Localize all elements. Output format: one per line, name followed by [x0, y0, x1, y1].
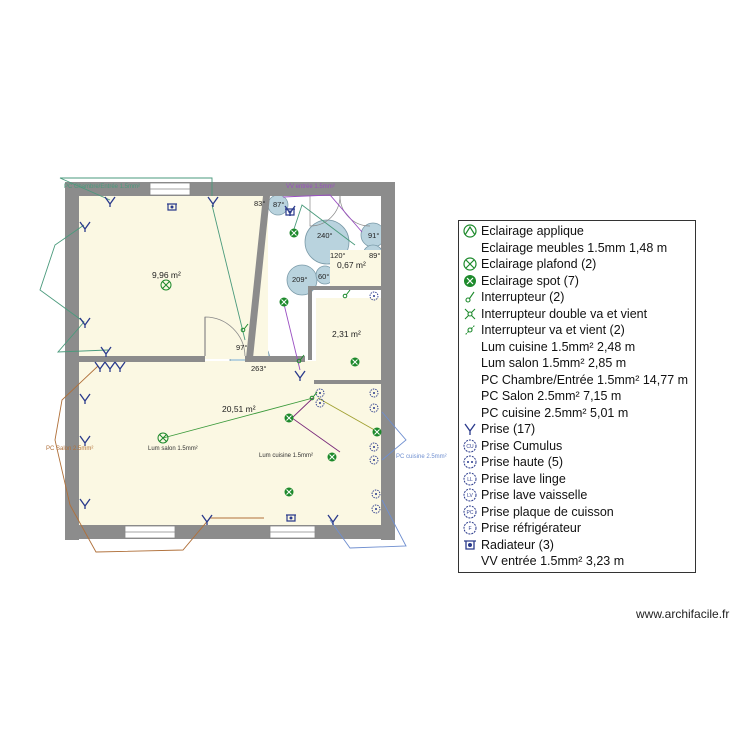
- legend-item: Prise (17): [463, 421, 695, 438]
- angle-label: 91°: [368, 231, 379, 240]
- plafond-icon: [463, 257, 477, 271]
- room-labels: 9,96 m² 20,51 m² 2,31 m² 0,67 m²: [152, 260, 366, 414]
- double-switch-icon: [463, 307, 477, 321]
- legend-icon-blank: [463, 389, 477, 403]
- legend-item-label: Eclairage meubles 1.5mm 1,48 m: [481, 240, 668, 255]
- legend-item: Lum salon 1.5mm² 2,85 m: [463, 355, 695, 372]
- legend-icon-blank: [463, 356, 477, 370]
- legend-item: PC cuisine 2.5mm² 5,01 m: [463, 405, 695, 422]
- dishwasher-socket-icon: LV: [463, 488, 477, 502]
- legend-item-label: Prise réfrigérateur: [481, 521, 582, 536]
- radiator-icon: [463, 538, 477, 552]
- washing-machine-socket-icon: LL: [463, 472, 477, 486]
- legend-icon-blank: [463, 554, 477, 568]
- angle-labels: 83° 87° 240° 91° 120° 89° 209° 60° 97° 2…: [236, 199, 380, 373]
- legend-icon-blank: [463, 241, 477, 255]
- circuit-label-vv-entree: VV entrée 1.5mm²: [286, 184, 335, 190]
- legend-item-label: Eclairage spot (7): [481, 273, 579, 288]
- angle-label: 83°: [254, 199, 265, 208]
- cumulus-socket-icon: CU: [463, 439, 477, 453]
- svg-text:F: F: [468, 526, 471, 532]
- legend-item-label: Lum cuisine 1.5mm² 2,48 m: [481, 339, 636, 354]
- legend-item: VV entrée 1.5mm² 3,23 m: [463, 553, 695, 570]
- legend-item-label: Interrupteur va et vient (2): [481, 323, 625, 338]
- spot-icon: [463, 274, 477, 288]
- room-area-chambre: 9,96 m²: [152, 270, 181, 280]
- circuit-label-pc-chambre: PC Chambre/Entrée 1.5mm²: [64, 184, 140, 190]
- circuit-wiring: [39, 177, 407, 553]
- legend-item: Eclairage plafond (2): [463, 256, 695, 273]
- legend-item-label: Prise plaque de cuisson: [481, 504, 614, 519]
- legend-item-label: Eclairage applique: [481, 224, 584, 239]
- legend-item: Lum cuisine 1.5mm² 2,48 m: [463, 339, 695, 356]
- legend-item: PC Salon 2.5mm² 7,15 m: [463, 388, 695, 405]
- legend-item: CU Prise Cumulus: [463, 438, 695, 455]
- cooktop-socket-icon: PC: [463, 505, 477, 519]
- legend-item: Prise haute (5): [463, 454, 695, 471]
- legend-item-label: Interrupteur (2): [481, 290, 565, 305]
- legend-icon-blank: [463, 406, 477, 420]
- room-area-wc: 0,67 m²: [337, 260, 366, 270]
- angle-label: 263°: [251, 364, 267, 373]
- legend-item: Eclairage meubles 1.5mm 1,48 m: [463, 240, 695, 257]
- angle-label: 240°: [317, 231, 333, 240]
- va-et-vient-icon: [463, 323, 477, 337]
- circuit-labels: PC Chambre/Entrée 1.5mm² VV entrée 1.5mm…: [46, 184, 447, 460]
- svg-text:LV: LV: [467, 493, 473, 499]
- circuit-label-pc-cuisine: PC cuisine 2.5mm²: [396, 454, 447, 460]
- legend-icon-blank: [463, 373, 477, 387]
- applique-icon: [463, 224, 477, 238]
- openings: [124, 182, 371, 539]
- legend-item: F Prise réfrigérateur: [463, 520, 695, 537]
- legend-item-label: PC Salon 2.5mm² 7,15 m: [481, 389, 622, 404]
- legend-item: Radiateur (3): [463, 537, 695, 554]
- angle-label: 209°: [292, 275, 308, 284]
- legend-item: LL Prise lave linge: [463, 471, 695, 488]
- socket-icon: [463, 422, 477, 436]
- circuit-label-lum-cuisine: Lum cuisine 1.5mm²: [259, 453, 313, 459]
- legend-item-label: Radiateur (3): [481, 537, 554, 552]
- legend-item-label: Prise (17): [481, 422, 536, 437]
- legend-item-label: Interrupteur double va et vient: [481, 306, 648, 321]
- legend-item-label: Prise Cumulus: [481, 438, 563, 453]
- room-area-salon: 20,51 m²: [222, 404, 256, 414]
- legend-item-label: Prise haute (5): [481, 455, 563, 470]
- legend-item: Eclairage applique: [463, 223, 695, 240]
- walls: [65, 182, 395, 540]
- legend-item: Interrupteur double va et vient: [463, 306, 695, 323]
- angle-label: 97°: [236, 343, 247, 352]
- legend-icon-blank: [463, 340, 477, 354]
- circuit-label-pc-salon: PC Salon 2.5mm²: [46, 446, 93, 452]
- legend-item: Interrupteur va et vient (2): [463, 322, 695, 339]
- legend-item: PC Chambre/Entrée 1.5mm² 14,77 m: [463, 372, 695, 389]
- switch-icon: [463, 290, 477, 304]
- angle-label: 87°: [273, 200, 284, 209]
- legend-item: Eclairage spot (7): [463, 273, 695, 290]
- legend-item-label: Prise lave vaisselle: [481, 488, 588, 503]
- legend-item: LV Prise lave vaisselle: [463, 487, 695, 504]
- legend-item-label: Eclairage plafond (2): [481, 257, 597, 272]
- legend-item-label: PC Chambre/Entrée 1.5mm² 14,77 m: [481, 372, 689, 387]
- svg-text:LL: LL: [467, 477, 473, 483]
- legend-item-label: Lum salon 1.5mm² 2,85 m: [481, 356, 627, 371]
- legend-item-label: Prise lave linge: [481, 471, 566, 486]
- website-credit: www.archifacile.fr: [636, 607, 730, 621]
- svg-text:CU: CU: [466, 444, 474, 450]
- circuit-label-lum-salon: Lum salon 1.5mm²: [148, 446, 198, 452]
- legend-item-label: PC cuisine 2.5mm² 5,01 m: [481, 405, 629, 420]
- angle-label: 120°: [330, 251, 346, 260]
- svg-text:PC: PC: [467, 510, 474, 516]
- legend-item: Interrupteur (2): [463, 289, 695, 306]
- angle-label: 60°: [318, 272, 329, 281]
- room-area-sdb: 2,31 m²: [332, 329, 361, 339]
- fridge-socket-icon: F: [463, 521, 477, 535]
- legend-item-label: VV entrée 1.5mm² 3,23 m: [481, 554, 625, 569]
- angle-label: 89°: [369, 251, 380, 260]
- high-socket-icon: [463, 455, 477, 469]
- legend-item: PC Prise plaque de cuisson: [463, 504, 695, 521]
